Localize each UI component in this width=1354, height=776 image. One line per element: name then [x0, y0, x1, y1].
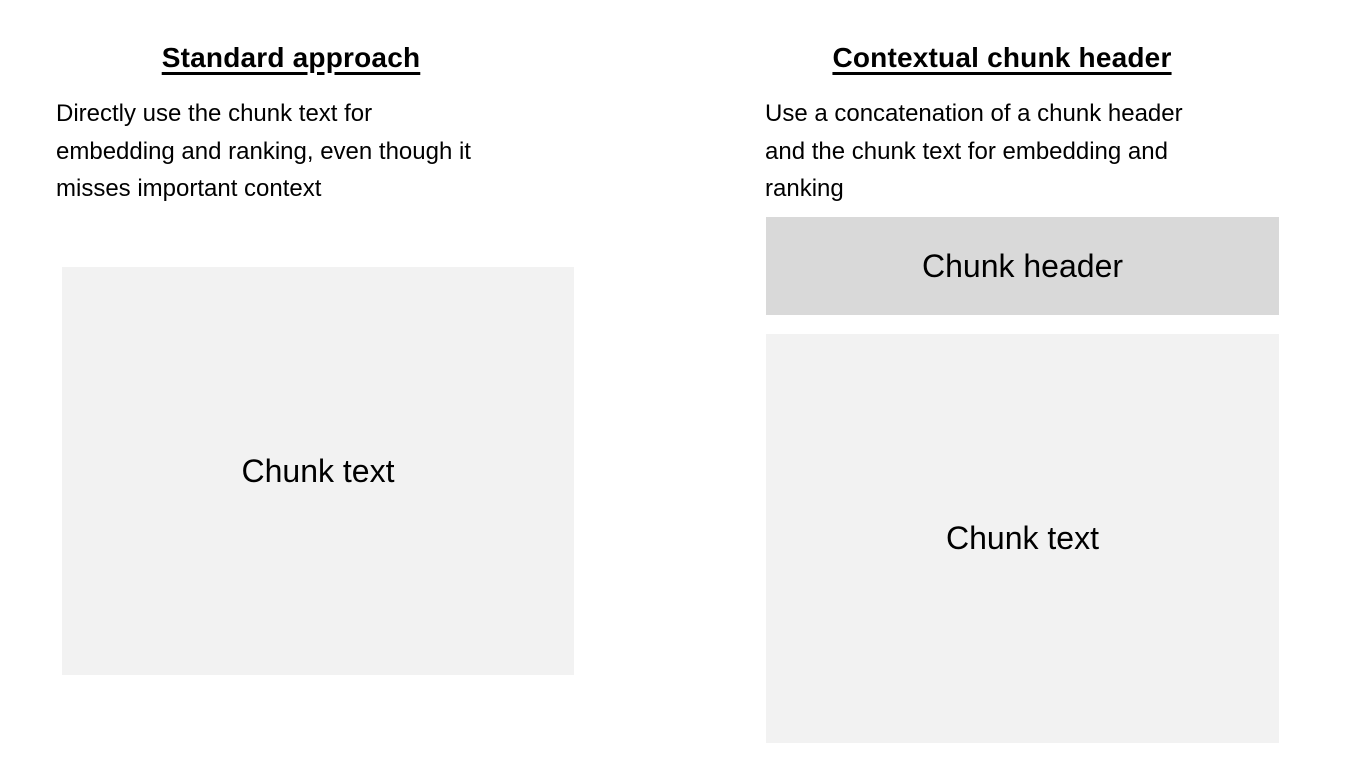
standard-chunk-text-label: Chunk text [241, 452, 395, 489]
contextual-chunk-header-title: Contextual chunk header [742, 40, 1262, 76]
contextual-chunk-header-box: Chunk header [766, 217, 1279, 315]
contextual-chunk-header-label: Chunk header [921, 247, 1124, 284]
standard-approach-description: Directly use the chunk text for embeddin… [56, 100, 471, 202]
contextual-chunk-text-label: Chunk text [946, 520, 1099, 557]
contextual-chunk-header-description: Use a concatenation of a chunk header an… [765, 100, 1183, 202]
standard-approach-title-text: Standard approach [161, 42, 421, 73]
contextual-chunk-text-box: Chunk text [766, 334, 1279, 743]
standard-approach-title: Standard approach [36, 40, 546, 76]
standard-chunk-text-box: Chunk text [62, 267, 574, 675]
contextual-chunk-header-title-text: Contextual chunk header [832, 42, 1172, 73]
